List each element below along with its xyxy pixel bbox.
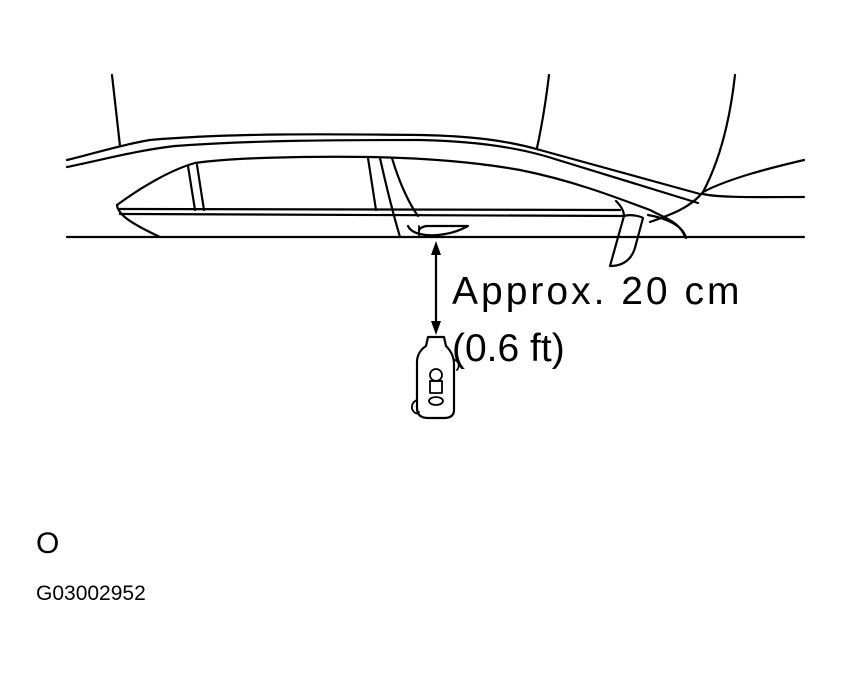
front-pillar-line (110, 73, 122, 148)
window-divider-front (186, 163, 206, 212)
center-pillar-line (535, 73, 551, 150)
side-mirror (608, 199, 645, 268)
distance-label-imperial: (0.6 ft) (452, 327, 565, 370)
upper-body-lines (65, 133, 702, 205)
rear-body-lines (701, 158, 806, 199)
distance-arrow (431, 241, 441, 335)
key-fob-icon (410, 335, 460, 420)
door-handle (406, 224, 470, 237)
window-divider-rear (366, 156, 420, 239)
wheel-arch (646, 213, 688, 240)
corner-mark: O (36, 527, 60, 560)
distance-label: Approx. 20 cm (452, 270, 743, 313)
rear-pillar-curve (648, 73, 737, 224)
figure-id: G03002952 (36, 582, 146, 605)
